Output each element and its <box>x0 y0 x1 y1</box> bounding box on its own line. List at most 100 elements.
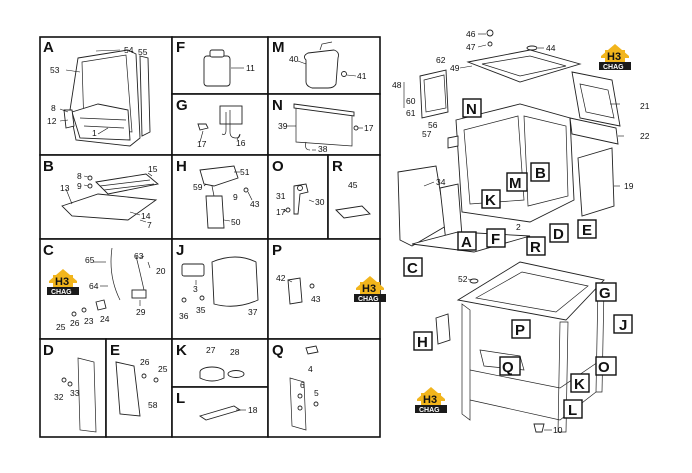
cab-top-assembly: 46 47 44 49 48 62 60 61 56 57 34 21 22 1… <box>392 29 650 277</box>
part-label: 17 <box>276 207 286 217</box>
part-label: 20 <box>156 266 166 276</box>
part-label: 33 <box>70 388 80 398</box>
part-label: 39 <box>278 121 288 131</box>
callout-letter: O <box>598 359 610 376</box>
part-label: 13 <box>60 183 70 193</box>
panel-B-drawing: 8 9 15 13 14 7 <box>60 164 160 230</box>
callout-letter: M <box>509 175 522 192</box>
panel-J-drawing: 3 36 35 37 <box>179 256 259 321</box>
part-label: 65 <box>85 255 95 265</box>
logo-1: H3 CHAG <box>599 44 631 71</box>
panel-M-drawing: 40 41 <box>289 41 367 89</box>
callout-letter: P <box>515 322 525 339</box>
panel-letter-G: G <box>176 97 188 114</box>
logo-mark: H3 <box>423 394 437 406</box>
logo-word: CHAG <box>603 64 624 71</box>
panel-Q-drawing: 4 6 5 <box>289 345 319 431</box>
callout-letter: A <box>461 234 472 251</box>
panel-K-drawing: 27 28 <box>199 345 245 382</box>
panel-letter-K: K <box>176 342 187 359</box>
part-label: 28 <box>230 347 240 357</box>
panel-letter-J: J <box>176 242 184 259</box>
panel-R-drawing: 45 <box>335 180 371 219</box>
panel-letter-N: N <box>272 97 283 114</box>
part-label: 61 <box>406 108 416 118</box>
part-label: 64 <box>89 281 99 291</box>
panel-letter-Q: Q <box>272 342 284 359</box>
part-label: 45 <box>348 180 358 190</box>
callout-letter: N <box>466 101 477 118</box>
panel-E-drawing: 26 25 58 <box>115 357 168 417</box>
part-label: 31 <box>276 191 286 201</box>
part-label: 49 <box>450 63 460 73</box>
part-label: 53 <box>50 65 60 75</box>
panel-letter-F: F <box>176 39 185 56</box>
part-label: 52 <box>458 274 468 284</box>
panel-letter-O: O <box>272 158 284 175</box>
callout-letter: G <box>599 285 611 302</box>
part-label: 17 <box>364 123 374 133</box>
part-label: 57 <box>422 129 432 139</box>
logo-mark: H3 <box>362 283 376 295</box>
panel-letter-C: C <box>43 242 54 259</box>
panel-C-drawing: 65 63 20 64 29 25 26 23 24 <box>56 247 166 332</box>
panel-letter-L: L <box>176 390 185 407</box>
part-label: 27 <box>206 345 216 355</box>
part-label: 29 <box>136 307 146 317</box>
part-label: 14 <box>141 211 151 221</box>
part-label: 62 <box>436 55 446 65</box>
panel-O-drawing: 31 17 30 <box>276 183 325 217</box>
callout-letter: C <box>407 260 418 277</box>
part-label: 56 <box>428 120 438 130</box>
part-label: 54 <box>124 45 134 55</box>
part-label: 2 <box>516 222 521 232</box>
part-label: 47 <box>466 42 476 52</box>
callout-letter: E <box>582 222 592 239</box>
logo-word: CHAG <box>358 296 379 303</box>
logo-3: H3 CHAG <box>354 276 386 303</box>
panel-L-drawing: 18 <box>198 405 258 421</box>
logo-word: CHAG <box>419 407 440 414</box>
part-label: 46 <box>466 29 476 39</box>
part-label: 7 <box>147 220 152 230</box>
part-label: 24 <box>100 314 110 324</box>
panel-F-drawing: 11 <box>203 49 255 87</box>
part-label: 18 <box>248 405 258 415</box>
part-label: 43 <box>311 294 321 304</box>
panel-letter-H: H <box>176 158 187 175</box>
part-label: 48 <box>392 80 402 90</box>
part-label: 17 <box>197 139 207 149</box>
part-label: 51 <box>240 167 250 177</box>
callout-letter: B <box>535 165 546 182</box>
panel-letter-A: A <box>43 39 54 56</box>
logo-mark: H3 <box>55 276 69 288</box>
part-label: 34 <box>436 177 446 187</box>
part-label: 9 <box>233 192 238 202</box>
part-label: 10 <box>553 425 563 435</box>
part-label: 19 <box>624 181 634 191</box>
part-label: 50 <box>231 217 241 227</box>
part-label: 26 <box>140 357 150 367</box>
panel-H-drawing: 51 59 9 43 50 <box>193 165 260 229</box>
logo-word: CHAG <box>51 289 72 296</box>
part-label: 25 <box>158 364 168 374</box>
part-label: 11 <box>246 63 255 73</box>
logo: H3 CHAG H3 CHAG H3 CHAG H3 CHAG <box>47 44 631 414</box>
part-label: 37 <box>248 307 258 317</box>
cab-bottom-assembly: 52 10 G J P H Q O K L <box>413 261 633 435</box>
panel-N-drawing: 39 17 38 <box>278 103 374 154</box>
part-label: 36 <box>179 311 189 321</box>
part-label: 12 <box>47 116 57 126</box>
part-label: 9 <box>77 181 82 191</box>
panel-letter-D: D <box>43 342 54 359</box>
part-label: 5 <box>314 388 319 398</box>
part-label: 42 <box>276 273 286 283</box>
part-label: 63 <box>134 251 144 261</box>
callout-letter: D <box>553 226 564 243</box>
panel-letter-B: B <box>43 158 54 175</box>
panel-letter-E: E <box>110 342 120 359</box>
part-label: 8 <box>51 103 56 113</box>
panel-letter-M: M <box>272 39 285 56</box>
callout-letter: R <box>530 239 541 256</box>
part-label: 8 <box>77 171 82 181</box>
